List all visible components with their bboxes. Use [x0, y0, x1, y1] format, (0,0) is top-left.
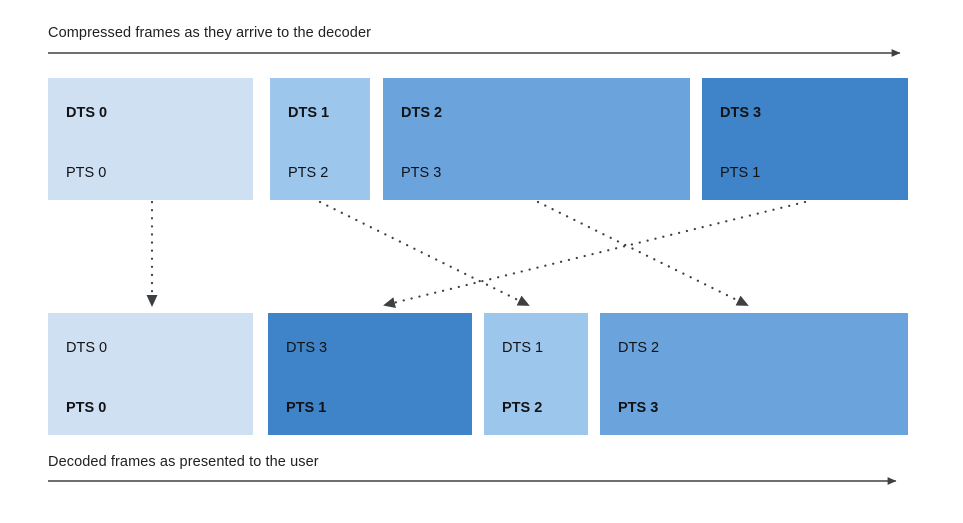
- bottom-frame-2[interactable]: DTS 1 PTS 2: [484, 313, 588, 435]
- connector-dts1-to-pts2: [318, 200, 530, 307]
- frame-dts-label: DTS 0: [66, 340, 108, 356]
- connector-dts2-to-pts3: [536, 200, 749, 307]
- top-frame-0[interactable]: DTS 0 PTS 0: [48, 78, 253, 200]
- top-row-caption: Compressed frames as they arrive to the …: [48, 25, 372, 41]
- frame-dts-label: DTS 3: [286, 340, 328, 356]
- frame-pts-label: PTS 3: [401, 165, 442, 181]
- frame-pts-label: PTS 1: [720, 165, 761, 181]
- frame-pts-label: PTS 2: [288, 165, 329, 181]
- bottom-frame-0[interactable]: DTS 0 PTS 0: [48, 313, 253, 435]
- bottom-frame-1[interactable]: DTS 3 PTS 1: [268, 313, 472, 435]
- frame-pts-label: PTS 1: [286, 400, 327, 416]
- top-frame-3[interactable]: DTS 3 PTS 1: [702, 78, 908, 200]
- frame-dts-label: DTS 2: [618, 340, 660, 356]
- connector-dts3-to-pts1: [383, 200, 807, 308]
- frame-pts-label: PTS 0: [66, 400, 107, 416]
- frame-pts-label: PTS 3: [618, 400, 659, 416]
- frame-pts-label: PTS 2: [502, 400, 543, 416]
- top-frame-1[interactable]: DTS 1 PTS 2: [270, 78, 370, 200]
- frame-dts-label: DTS 0: [66, 105, 108, 121]
- frame-dts-label: DTS 1: [288, 105, 330, 121]
- bottom-row-caption: Decoded frames as presented to the user: [48, 454, 319, 470]
- frame-pts-label: PTS 0: [66, 165, 107, 181]
- top-frame-2[interactable]: DTS 2 PTS 3: [383, 78, 690, 200]
- frame-dts-label: DTS 3: [720, 105, 762, 121]
- frame-dts-label: DTS 1: [502, 340, 544, 356]
- frame-dts-label: DTS 2: [401, 105, 443, 121]
- bottom-frame-3[interactable]: DTS 2 PTS 3: [600, 313, 908, 435]
